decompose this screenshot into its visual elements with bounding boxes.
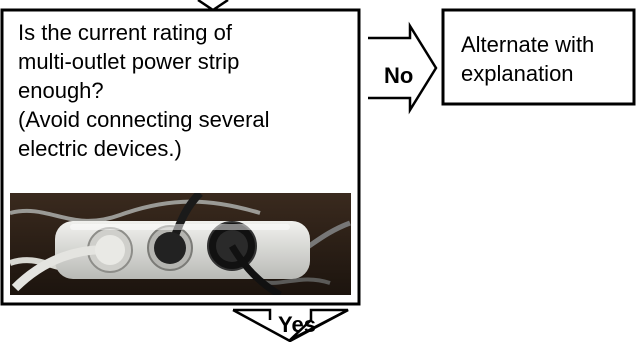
question-line: enough? (18, 78, 104, 103)
result-line: explanation (461, 61, 574, 86)
power-strip-photo (10, 193, 351, 295)
yes-label: Yes (278, 312, 316, 337)
no-label: No (384, 63, 414, 88)
result-text: Alternate with explanation (461, 30, 631, 88)
question-line: (Avoid connecting several (18, 107, 270, 132)
no-arrow (368, 21, 438, 115)
question-line: multi-outlet power strip (18, 49, 240, 74)
result-line: Alternate with (461, 32, 595, 57)
result-box (441, 8, 636, 106)
power-strip-illustration (10, 193, 351, 295)
question-line: electric devices.) (18, 136, 182, 161)
question-line: Is the current rating of (18, 20, 232, 45)
yes-arrow-head (232, 308, 349, 342)
question-text: Is the current rating of multi-outlet po… (18, 18, 348, 163)
